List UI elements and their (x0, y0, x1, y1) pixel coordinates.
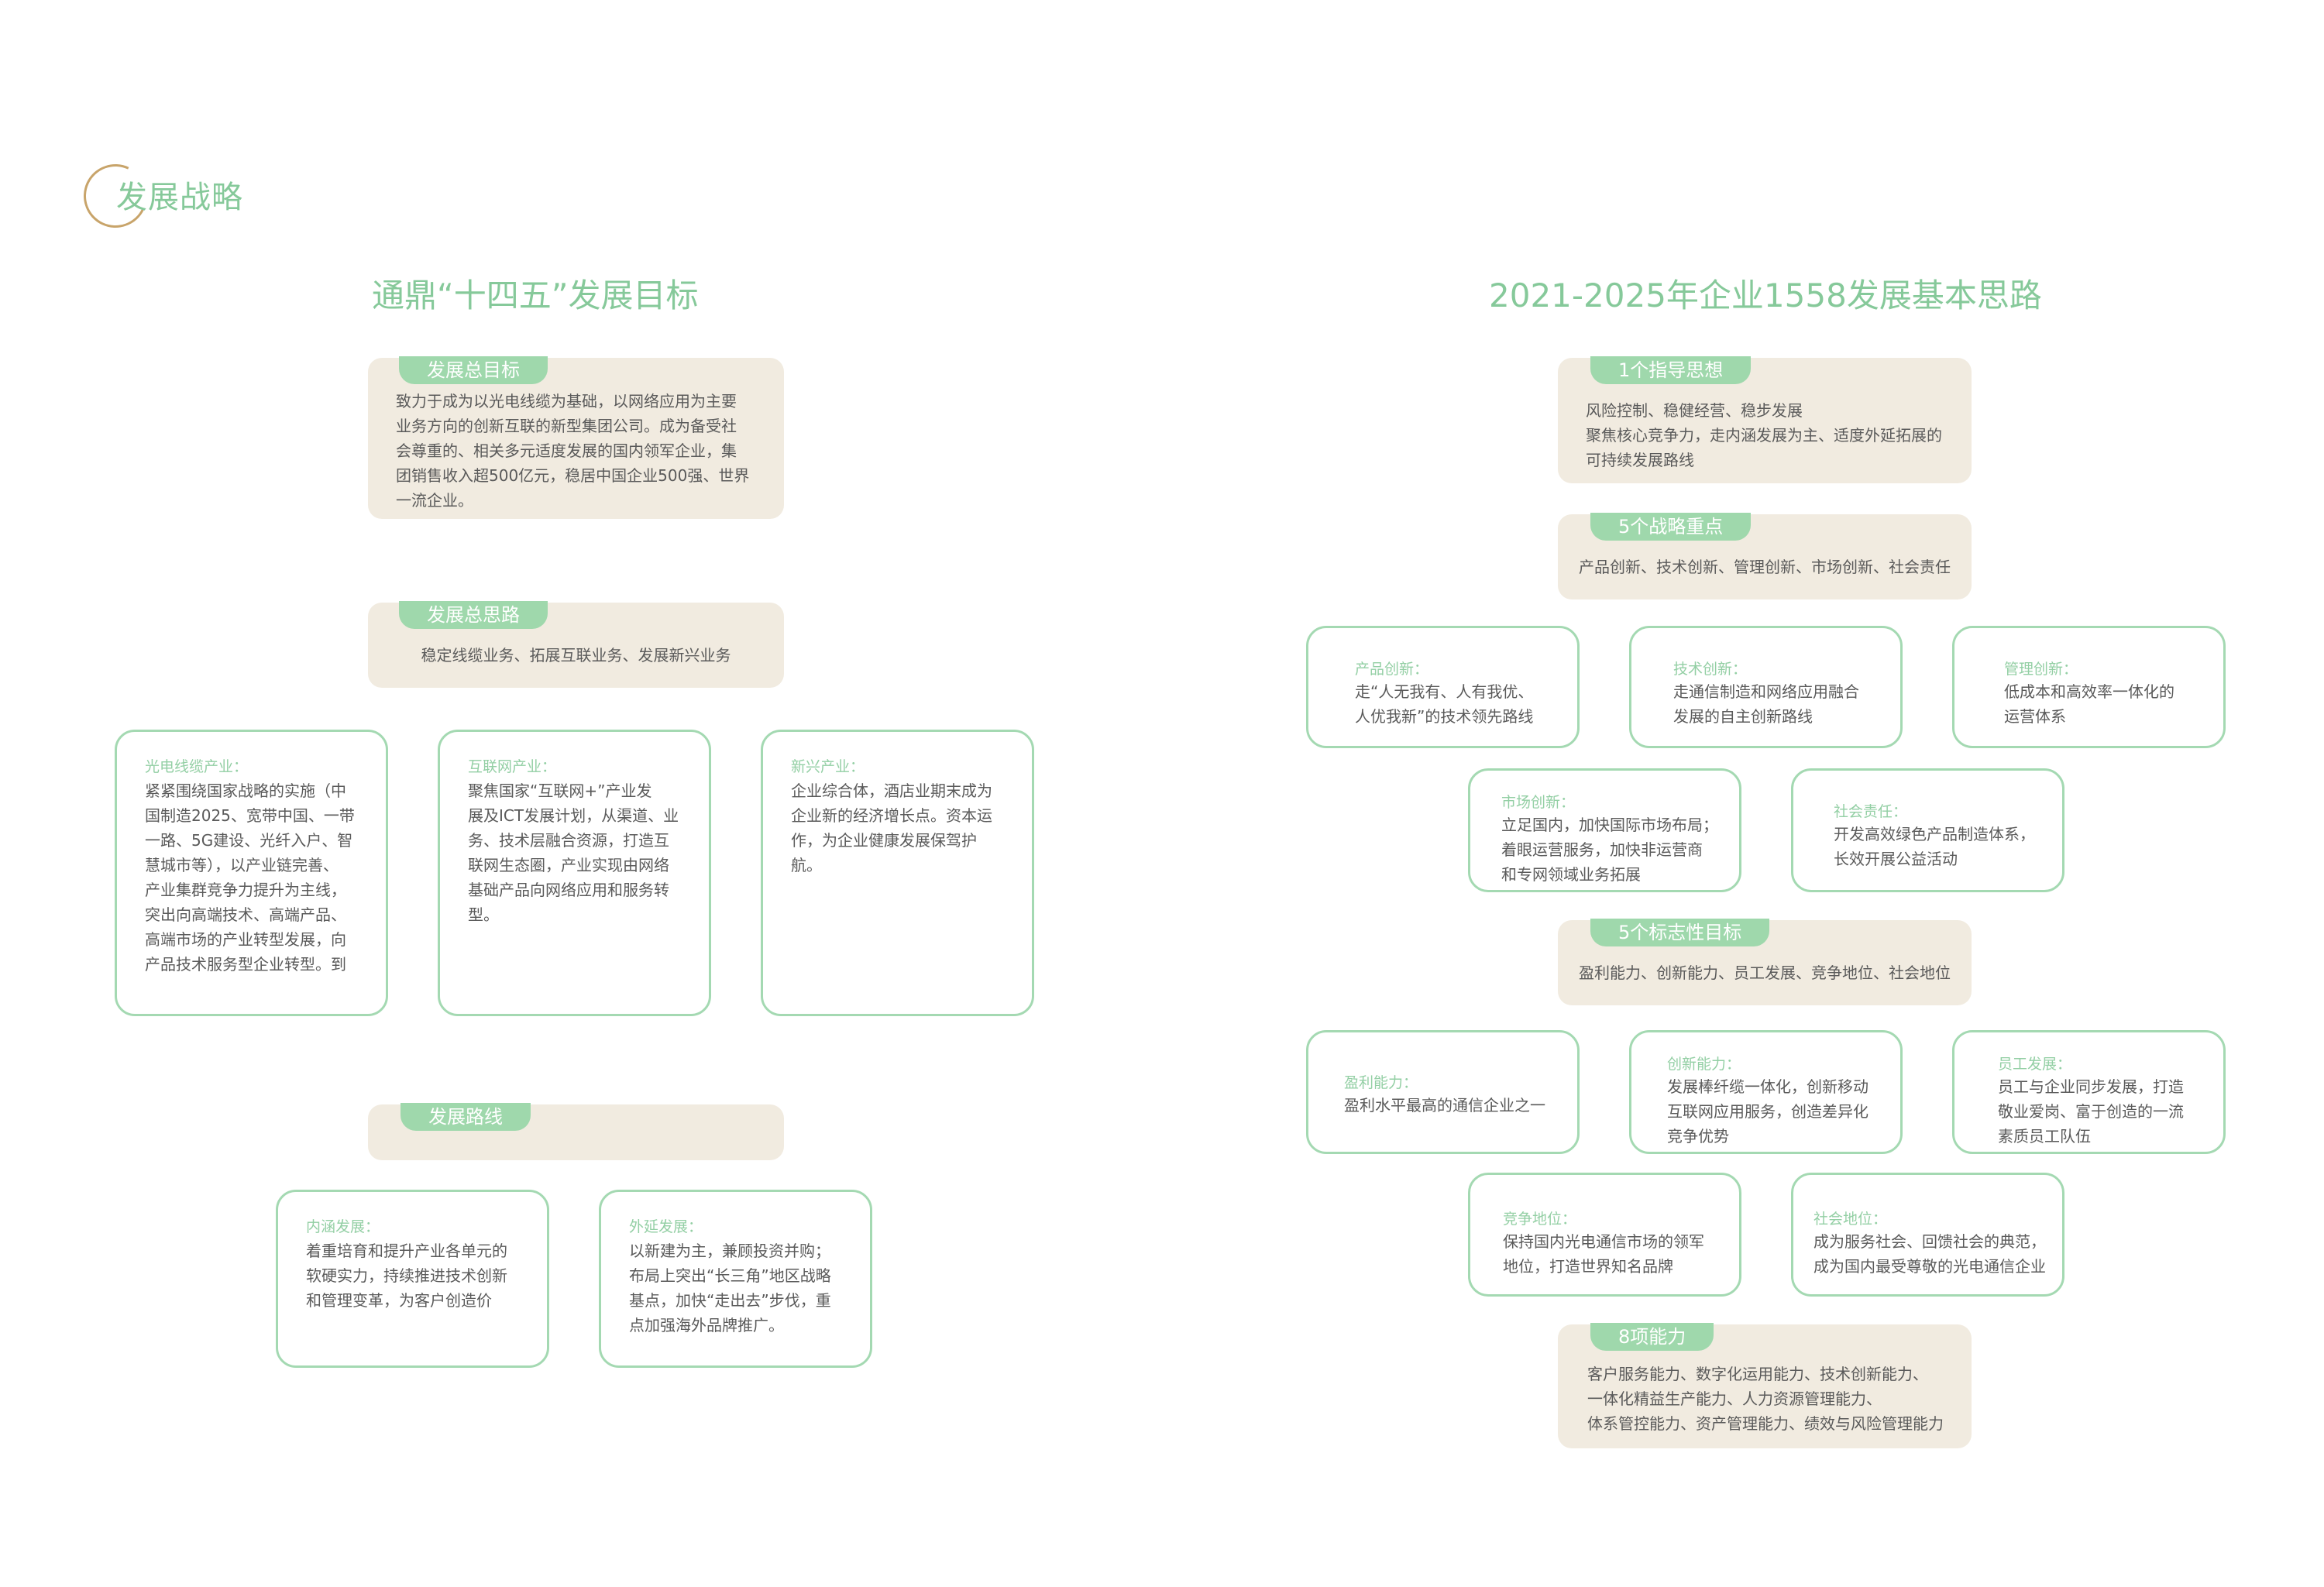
right-panel-title: 2021-2025年企业1558发展基本思路 (1489, 277, 2042, 314)
goal-tag: 发展总目标 (399, 356, 548, 384)
target-card-innovation: 创新能力： 发展棒纤缆一体化，创新移动 互联网应用服务，创造差异化 竞争优势 (1629, 1030, 1903, 1154)
approach-text: 稳定线缆业务、拓展互联业务、发展新兴业务 (421, 646, 731, 665)
left-panel-title: 通鼎“十四五”发展目标 (372, 277, 699, 314)
targets-text: 盈利能力、创新能力、员工发展、竞争地位、社会地位 (1579, 964, 1951, 982)
route-tag: 发展路线 (401, 1103, 531, 1131)
approach-tag: 发展总思路 (399, 601, 548, 629)
guiding-text: 风险控制、稳健经营、稳步发展 聚焦核心竞争力，走内涵发展为主、适度外延拓展的 可… (1586, 401, 1942, 469)
industry-card-title: 光电线缆产业： (145, 758, 249, 775)
industry-card-cable: 光电线缆产业： 紧紧围绕国家战略的实施（中 国制造2025、宽带中国、一带 一路… (115, 730, 388, 1016)
focus-card-market: 市场创新： 立足国内，加快国际市场布局； 着眼运营服务，加快非运营商 和专网领域… (1468, 768, 1741, 892)
capabilities-text: 客户服务能力、数字化运用能力、技术创新能力、 一体化精益生产能力、人力资源管理能… (1587, 1365, 1944, 1433)
route-card-title: 外延发展： (629, 1218, 703, 1235)
target-item-title: 竞争地位： (1503, 1211, 1577, 1228)
industry-card-emerging: 新兴产业： 企业综合体，酒店业期末成为 企业新的经济增长点。资本运 作，为企业健… (761, 730, 1034, 1016)
route-card-text: 以新建为主，兼顾投资并购； 布局上突出“长三角”地区战略 基点，加快“走出去”步… (629, 1242, 831, 1335)
focus-item-text: 立足国内，加快国际市场布局； 着眼运营服务，加快非运营商 和专网领域业务拓展 (1501, 816, 1718, 884)
industry-card-text: 紧紧围绕国家战略的实施（中 国制造2025、宽带中国、一带 一路、5G建设、光纤… (145, 781, 355, 974)
focus-card-management: 管理创新： 低成本和高效率一体化的 运营体系 (1952, 626, 2226, 748)
focus-card-social: 社会责任： 开发高效绿色产品制造体系， 长效开展公益活动 (1791, 768, 2064, 892)
target-item-title: 社会地位： (1813, 1211, 1888, 1228)
target-card-competition: 竞争地位： 保持国内光电通信市场的领军 地位，打造世界知名品牌 (1468, 1173, 1741, 1297)
focus-item-text: 走通信制造和网络应用融合 发展的自主创新路线 (1673, 682, 1859, 726)
targets-card: 5个标志性目标 盈利能力、创新能力、员工发展、竞争地位、社会地位 (1558, 919, 1972, 1005)
goal-text: 致力于成为以光电线缆为基础，以网络应用为主要 业务方向的创新互联的新型集团公司。… (396, 392, 750, 510)
focus-item-text: 走“人无我有、人有我优、 人优我新”的技术领先路线 (1355, 682, 1534, 726)
focus-tag: 5个战略重点 (1590, 513, 1752, 541)
target-item-text: 成为服务社会、回馈社会的典范， 成为国内最受尊敬的光电通信企业 (1813, 1232, 2046, 1276)
guiding-tag: 1个指导思想 (1590, 356, 1752, 384)
industry-card-internet: 互联网产业： 聚焦国家“互联网+”产业发 展及ICT发展计划，从渠道、业 务、技… (438, 730, 711, 1016)
capabilities-card: 8项能力 客户服务能力、数字化运用能力、技术创新能力、 一体化精益生产能力、人力… (1558, 1323, 1972, 1448)
capabilities-tag: 8项能力 (1590, 1323, 1714, 1351)
route-card-title: 内涵发展： (306, 1218, 380, 1235)
section-title: 发展战略 (116, 180, 243, 215)
industry-card-title: 新兴产业： (791, 758, 865, 775)
targets-tag: 5个标志性目标 (1590, 919, 1770, 946)
focus-item-title: 市场创新： (1501, 794, 1576, 811)
focus-item-title: 技术创新： (1673, 661, 1748, 678)
target-item-title: 盈利能力： (1344, 1074, 1418, 1091)
focus-card-product: 产品创新： 走“人无我有、人有我优、 人优我新”的技术领先路线 (1306, 626, 1580, 748)
focus-item-title: 管理创新： (2004, 661, 2078, 678)
guiding-card: 1个指导思想 风险控制、稳健经营、稳步发展 聚焦核心竞争力，走内涵发展为主、适度… (1558, 356, 1972, 483)
industry-card-title: 互联网产业： (468, 758, 557, 775)
target-item-text: 盈利水平最高的通信企业之一 (1344, 1096, 1545, 1115)
route-card-internal: 内涵发展： 着重培育和提升产业各单元的 软硬实力，持续推进技术创新 和管理变革，… (276, 1190, 549, 1368)
industry-card-text: 企业综合体，酒店业期末成为 企业新的经济增长点。资本运 作，为企业健康发展保驾护… (791, 781, 992, 874)
focus-card: 5个战略重点 产品创新、技术创新、管理创新、市场创新、社会责任 (1558, 513, 1972, 599)
industry-card-text: 聚焦国家“互联网+”产业发 展及ICT发展计划，从渠道、业 务、技术层融合资源，… (468, 781, 679, 924)
focus-item-title: 产品创新： (1355, 661, 1429, 678)
focus-card-technology: 技术创新： 走通信制造和网络应用融合 发展的自主创新路线 (1629, 626, 1903, 748)
route-card: 发展路线 (368, 1103, 784, 1160)
target-item-title: 员工发展： (1998, 1056, 2072, 1073)
target-card-employee: 员工发展： 员工与企业同步发展，打造 敬业爱岗、富于创造的一流 素质员工队伍 (1952, 1030, 2226, 1154)
focus-text: 产品创新、技术创新、管理创新、市场创新、社会责任 (1579, 558, 1951, 576)
focus-item-text: 低成本和高效率一体化的 运营体系 (2004, 682, 2174, 726)
target-item-text: 发展棒纤缆一体化，创新移动 互联网应用服务，创造差异化 竞争优势 (1667, 1077, 1868, 1146)
goal-card: 发展总目标 致力于成为以光电线缆为基础，以网络应用为主要 业务方向的创新互联的新… (368, 356, 784, 519)
approach-card: 发展总思路 稳定线缆业务、拓展互联业务、发展新兴业务 (368, 601, 784, 688)
target-item-text: 员工与企业同步发展，打造 敬业爱岗、富于创造的一流 素质员工队伍 (1998, 1077, 2184, 1146)
focus-item-title: 社会责任： (1834, 803, 1908, 820)
target-item-title: 创新能力： (1667, 1056, 1741, 1073)
focus-item-text: 开发高效绿色产品制造体系， 长效开展公益活动 (1834, 825, 2035, 868)
target-card-society: 社会地位： 成为服务社会、回馈社会的典范， 成为国内最受尊敬的光电通信企业 (1791, 1173, 2064, 1297)
target-card-profit: 盈利能力： 盈利水平最高的通信企业之一 (1306, 1030, 1580, 1154)
route-card-text: 着重培育和提升产业各单元的 软硬实力，持续推进技术创新 和管理变革，为客户创造价 (306, 1242, 507, 1310)
target-item-text: 保持国内光电通信市场的领军 地位，打造世界知名品牌 (1503, 1232, 1704, 1276)
route-card-external: 外延发展： 以新建为主，兼顾投资并购； 布局上突出“长三角”地区战略 基点，加快… (599, 1190, 872, 1368)
